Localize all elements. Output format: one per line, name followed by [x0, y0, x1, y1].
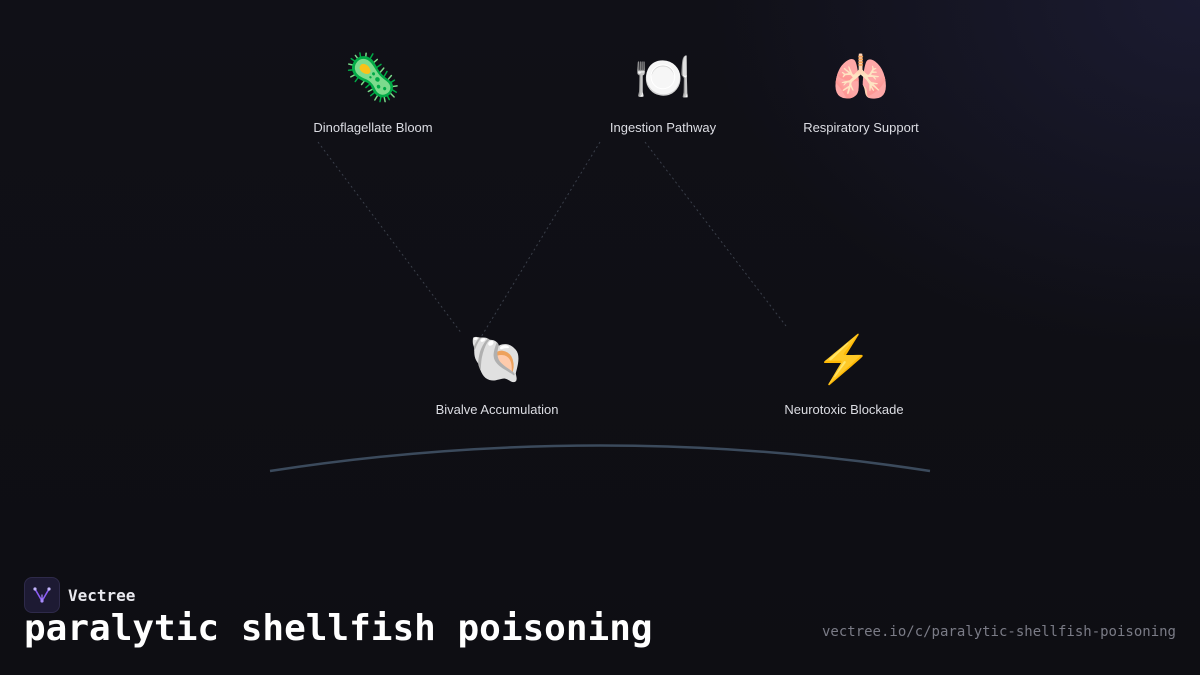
lightning-icon: ⚡	[815, 334, 873, 385]
connector-ingestion-to-neurotoxic	[644, 141, 787, 327]
lungs-icon: 🫁	[832, 52, 890, 103]
node-label: Dinoflagellate Bloom	[313, 120, 433, 135]
node-label: Ingestion Pathway	[609, 120, 717, 135]
brand-name: Vectree	[68, 585, 136, 605]
node-label: Respiratory Support	[803, 120, 919, 135]
connector-ingestion-to-bivalve	[477, 141, 601, 343]
page-title: paralytic shellfish poisoning	[24, 608, 653, 649]
node-ingestion-pathway[interactable]: 🍽️ Ingestion Pathway	[609, 46, 717, 136]
connector-bloom-to-bivalve	[317, 141, 463, 335]
plate-fork-knife-icon: 🍽️	[634, 52, 692, 103]
arc-curve	[269, 444, 931, 473]
node-label: Bivalve Accumulation	[435, 402, 559, 417]
page-url[interactable]: vectree.io/c/paralytic-shellfish-poisoni…	[821, 624, 1176, 640]
node-label: Neurotoxic Blockade	[784, 402, 904, 417]
brand[interactable]: Vectree	[24, 577, 135, 613]
spiral-shell-icon: 🐚	[468, 334, 526, 385]
node-neurotoxic-blockade[interactable]: ⚡ Neurotoxic Blockade	[784, 328, 904, 418]
node-dinoflagellate-bloom[interactable]: 🦠 Dinoflagellate Bloom	[313, 46, 433, 136]
node-bivalve-accumulation[interactable]: 🐚 Bivalve Accumulation	[435, 328, 559, 418]
node-respiratory-support[interactable]: 🫁 Respiratory Support	[803, 46, 919, 136]
microbe-icon: 🦠	[344, 52, 402, 103]
vectree-logo-icon	[24, 577, 60, 613]
